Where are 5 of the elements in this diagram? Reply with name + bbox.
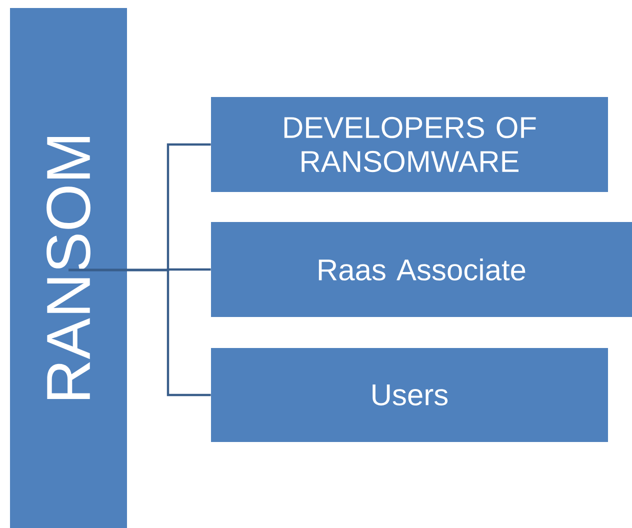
category-box: Users: [211, 348, 608, 442]
title-bar: RANSOM: [10, 8, 127, 528]
category-box: DEVELOPERS OF RANSOMWARE: [211, 97, 608, 192]
connector-line: [68, 268, 211, 396]
category-box: Raas Associate: [211, 222, 632, 317]
